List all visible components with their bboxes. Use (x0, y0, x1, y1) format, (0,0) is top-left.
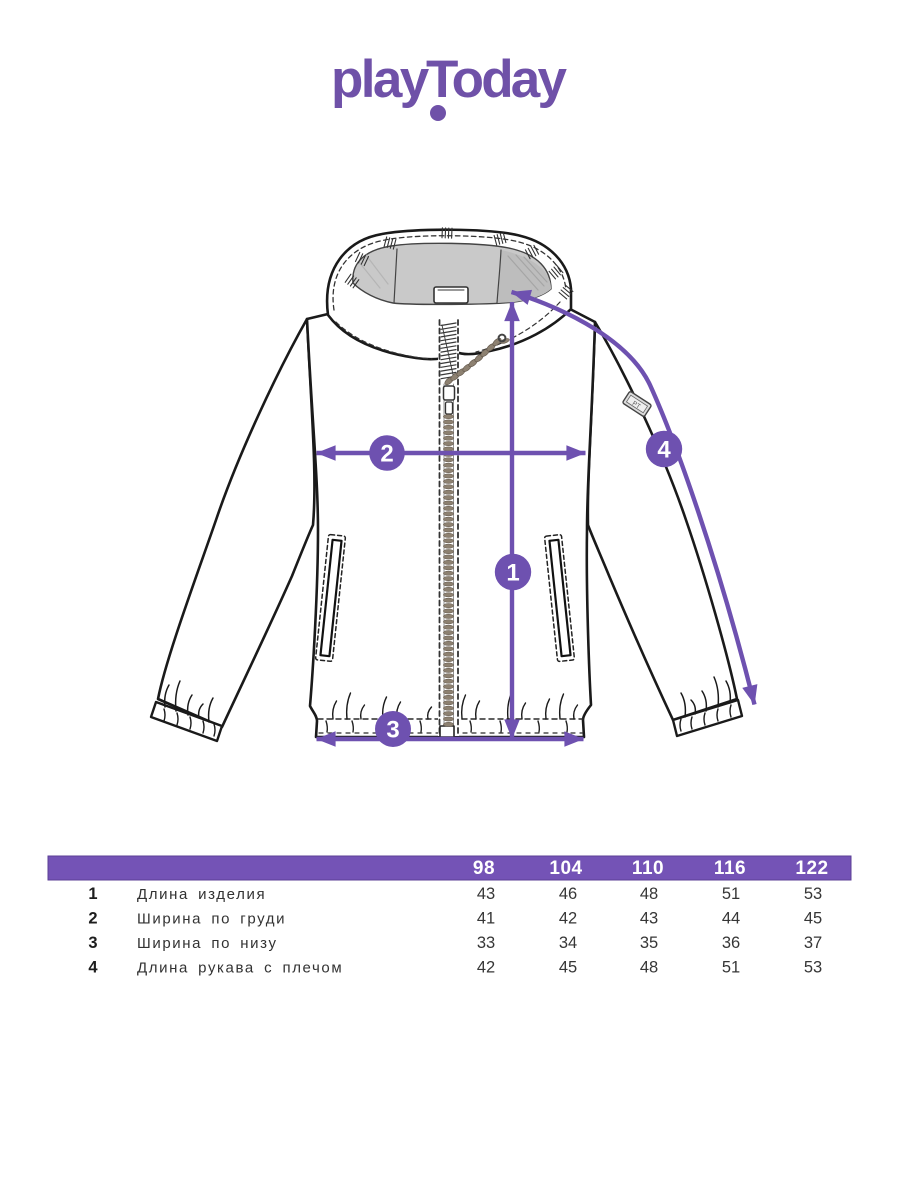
svg-text:48: 48 (640, 885, 658, 903)
svg-text:42: 42 (559, 910, 577, 928)
svg-text:4: 4 (657, 437, 671, 464)
svg-text:104: 104 (549, 858, 582, 879)
svg-text:2: 2 (88, 910, 97, 928)
svg-text:122: 122 (795, 858, 828, 879)
svg-text:48: 48 (640, 959, 658, 977)
svg-text:51: 51 (722, 959, 740, 977)
svg-text:35: 35 (640, 934, 658, 952)
svg-text:41: 41 (477, 910, 495, 928)
svg-text:37: 37 (804, 934, 822, 952)
svg-text:Ширина по груди: Ширина по груди (137, 911, 286, 928)
svg-text:53: 53 (804, 959, 822, 977)
svg-text:34: 34 (559, 934, 577, 952)
svg-text:2: 2 (380, 441, 393, 468)
svg-text:116: 116 (714, 858, 746, 879)
svg-text:43: 43 (640, 910, 658, 928)
svg-text:1: 1 (88, 885, 97, 903)
svg-text:3: 3 (88, 934, 97, 952)
svg-text:Ширина по низу: Ширина по низу (137, 935, 278, 952)
svg-text:Today: Today (426, 50, 567, 109)
svg-text:Длина рукава с плечом: Длина рукава с плечом (137, 960, 343, 977)
svg-text:45: 45 (559, 959, 577, 977)
svg-text:42: 42 (477, 959, 495, 977)
svg-text:51: 51 (722, 885, 740, 903)
svg-text:36: 36 (722, 934, 740, 952)
svg-text:Длина изделия: Длина изделия (137, 886, 266, 903)
svg-text:110: 110 (632, 858, 664, 879)
svg-text:play: play (331, 50, 430, 109)
svg-text:33: 33 (477, 934, 495, 952)
svg-text:53: 53 (804, 885, 822, 903)
svg-text:43: 43 (477, 885, 495, 903)
svg-text:3: 3 (386, 717, 399, 744)
svg-text:45: 45 (804, 910, 822, 928)
svg-text:46: 46 (559, 885, 577, 903)
svg-text:4: 4 (88, 959, 98, 977)
svg-text:1: 1 (506, 560, 519, 587)
svg-text:44: 44 (722, 910, 740, 928)
svg-text:98: 98 (473, 858, 495, 879)
